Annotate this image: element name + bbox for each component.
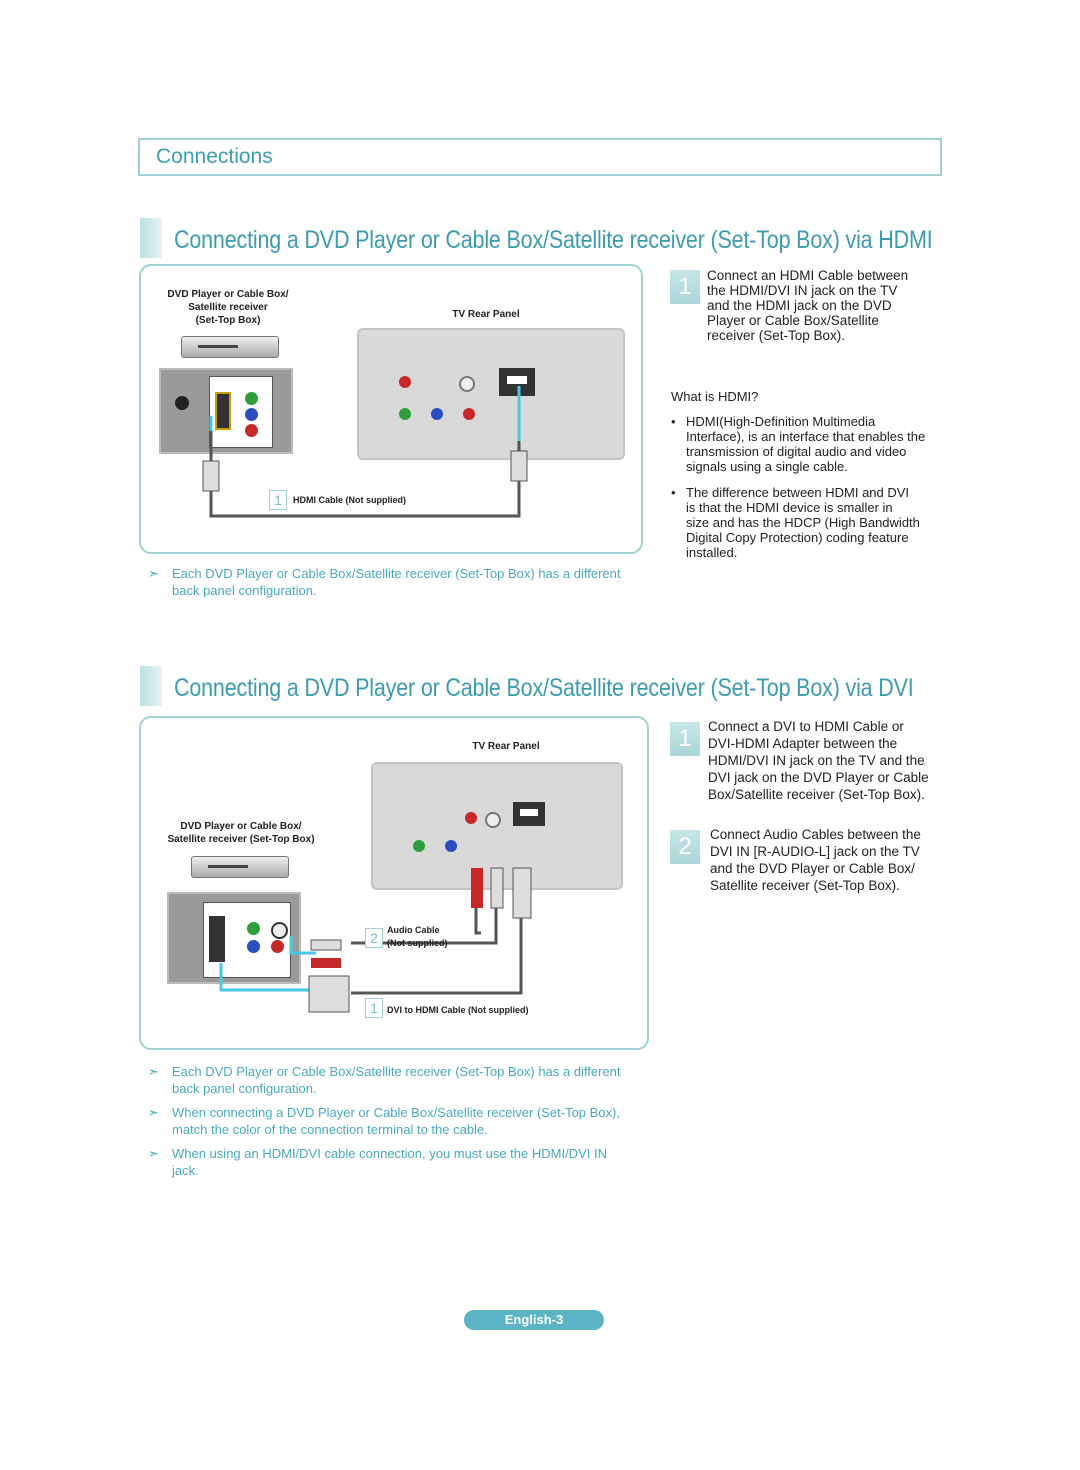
section2-title: Connecting a DVD Player or Cable Box/Sat…: [174, 674, 914, 702]
section1-title: Connecting a DVD Player or Cable Box/Sat…: [174, 226, 933, 254]
note-item: ➣When using an HDMI/DVI cable connection…: [148, 1146, 607, 1178]
step-text: Connect an HDMI Cable between the HDMI/D…: [707, 268, 909, 343]
arrow-icon: ➣: [148, 1146, 159, 1161]
hdmi-cable-label: HDMI Cable (Not supplied): [293, 495, 406, 505]
title-bar-decoration: [140, 218, 162, 258]
device-back-panel: [167, 892, 301, 984]
tv-rear-panel-label: TV Rear Panel: [472, 741, 540, 752]
title-bar-decoration: [140, 666, 162, 706]
page-number-badge: English-3: [464, 1310, 604, 1330]
dvi-cable-lines: [219, 867, 532, 1013]
audio-cable-label: Audio Cable (Not supplied): [387, 925, 448, 948]
tv-rear-panel: [371, 762, 623, 890]
device-label: DVD Player or Cable Box/ Satellite recei…: [167, 821, 315, 845]
dvi-cable-number: 1: [365, 998, 383, 1018]
bullet-item: • The difference between HDMI and DVI is…: [671, 485, 920, 560]
note-item: ➣Each DVD Player or Cable Box/Satellite …: [148, 566, 621, 598]
step-number: 2: [670, 830, 700, 864]
audio-cable-number: 2: [365, 928, 383, 948]
note-item: ➣When connecting a DVD Player or Cable B…: [148, 1105, 620, 1137]
section-header: Connections: [138, 138, 942, 176]
dvd-player-icon: [181, 336, 279, 358]
dvi-cable-label: DVI to HDMI Cable (Not supplied): [387, 1005, 529, 1015]
step-text: Connect a DVI to HDMI Cable or DVI-HDMI …: [708, 719, 929, 802]
page-title: Connections: [156, 145, 273, 168]
tv-rear-panel: [357, 328, 625, 460]
hdmi-diagram-panel: DVD Player or Cable Box/ Satellite recei…: [139, 264, 643, 554]
arrow-icon: ➣: [148, 566, 159, 581]
device-label: DVD Player or Cable Box/ Satellite recei…: [167, 289, 289, 326]
dvi-diagram-panel: TV Rear Panel DVD Player or Cable Box/ S…: [139, 716, 649, 1050]
step-number: 1: [670, 270, 700, 304]
step-number: 1: [670, 722, 700, 756]
tv-rear-panel-label: TV Rear Panel: [452, 309, 520, 320]
device-back-panel: [159, 368, 293, 454]
hdmi-cable-lines: [202, 386, 528, 518]
arrow-icon: ➣: [148, 1064, 159, 1079]
cable-number: 1: [269, 490, 287, 510]
bullet-item: • HDMI(High-Definition Multimedia Interf…: [671, 414, 926, 474]
what-is-hdmi: What is HDMI?: [671, 389, 759, 404]
dvd-player-icon: [191, 856, 289, 878]
step-text: Connect Audio Cables between the DVI IN …: [710, 827, 921, 893]
note-item: ➣Each DVD Player or Cable Box/Satellite …: [148, 1064, 621, 1096]
arrow-icon: ➣: [148, 1105, 159, 1120]
